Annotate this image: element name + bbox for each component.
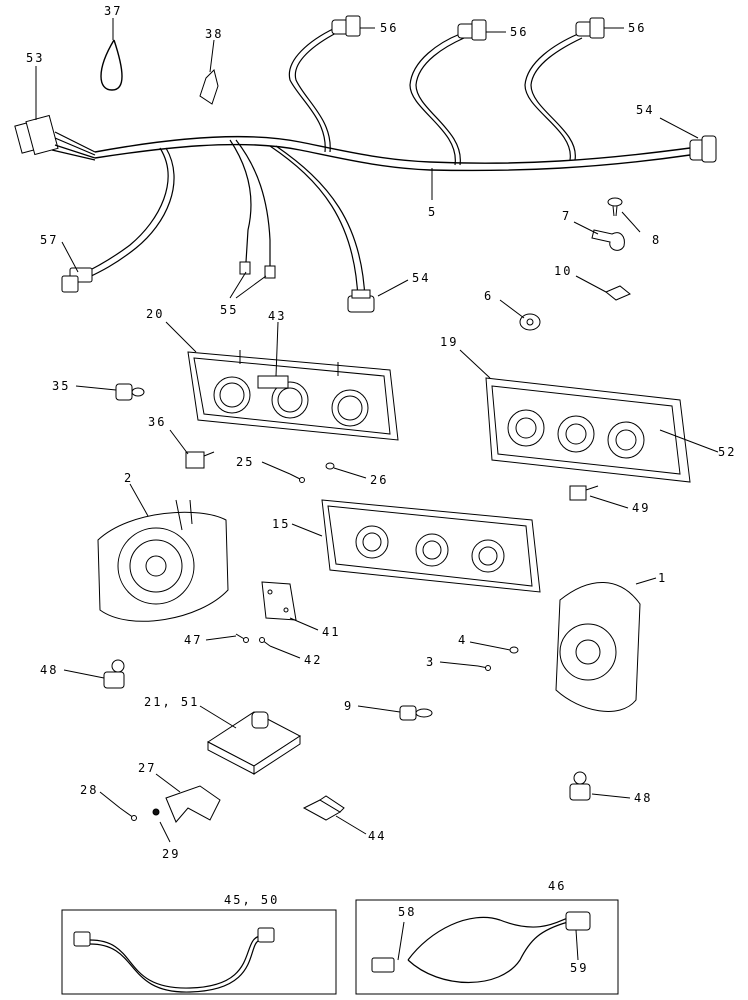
- callout-1: 1: [658, 571, 667, 585]
- main-harness: [79, 27, 691, 301]
- callout-52: 52: [718, 445, 736, 459]
- callout-10: 10: [554, 264, 572, 278]
- cap-6: [519, 313, 541, 331]
- callout-21-51: 21, 51: [144, 695, 199, 709]
- callout-56-c: 56: [628, 21, 646, 35]
- callout-46: 46: [548, 879, 566, 893]
- callout-labels: 37 38 53 56 56 56 54 5 7 8 57 54 55 10 6…: [26, 4, 736, 975]
- clip-38: [199, 69, 219, 105]
- bracket-27: [165, 785, 221, 823]
- callout-47: 47: [184, 633, 202, 647]
- callout-27: 27: [138, 761, 156, 775]
- callout-48-a: 48: [40, 663, 58, 677]
- module-21-51: [207, 711, 301, 775]
- kit-46-box: [355, 899, 619, 995]
- callout-48-b: 48: [634, 791, 652, 805]
- lamp-housing-19: [485, 377, 691, 483]
- callout-44: 44: [368, 829, 386, 843]
- connector-57: [61, 267, 93, 293]
- callout-9: 9: [344, 699, 353, 713]
- connector-56-b: [457, 19, 487, 41]
- clamp-7: [591, 229, 625, 251]
- plate-41: [261, 581, 297, 621]
- connector-54-right: [689, 135, 717, 163]
- callout-53: 53: [26, 51, 44, 65]
- callout-58: 58: [398, 905, 416, 919]
- washer-4: [509, 646, 519, 654]
- callout-6: 6: [484, 289, 493, 303]
- callout-7: 7: [562, 209, 571, 223]
- screw-47: [235, 633, 249, 643]
- callout-25: 25: [236, 455, 254, 469]
- callout-26: 26: [370, 473, 388, 487]
- callout-15: 15: [272, 517, 290, 531]
- lamp-2: [97, 499, 229, 622]
- socket-49: [569, 485, 599, 501]
- nut-10: [605, 285, 631, 301]
- callout-3: 3: [426, 655, 435, 669]
- callout-35: 35: [52, 379, 70, 393]
- kit-45-50-box: [61, 909, 337, 995]
- connector-56-a: [331, 15, 361, 37]
- callout-59: 59: [570, 961, 588, 975]
- callout-54-a: 54: [636, 103, 654, 117]
- washer-26: [325, 462, 335, 470]
- callout-38: 38: [205, 27, 223, 41]
- callout-2: 2: [124, 471, 133, 485]
- callout-19: 19: [440, 335, 458, 349]
- callout-49: 49: [632, 501, 650, 515]
- connector-56-c: [575, 17, 605, 39]
- leader-lines: [35, 18, 719, 961]
- bulb-48-left: [103, 659, 125, 689]
- connector-44: [302, 795, 345, 821]
- screw-25: [289, 473, 305, 483]
- callout-36: 36: [148, 415, 166, 429]
- callout-56-b: 56: [510, 25, 528, 39]
- nut-29: [152, 808, 160, 816]
- screw-42: [259, 637, 271, 647]
- callout-56-a: 56: [380, 21, 398, 35]
- bulb-48-right: [569, 771, 591, 801]
- callout-42: 42: [304, 653, 322, 667]
- callout-29: 29: [162, 847, 180, 861]
- bulb-35: [115, 383, 145, 401]
- callout-55: 55: [220, 303, 238, 317]
- callout-20: 20: [146, 307, 164, 321]
- strap-37: [100, 39, 123, 91]
- connector-53: [14, 114, 96, 161]
- callout-57: 57: [40, 233, 58, 247]
- callout-5: 5: [428, 205, 437, 219]
- lamp-housing-20: [187, 350, 399, 441]
- callout-54-b: 54: [412, 271, 430, 285]
- callout-8: 8: [652, 233, 661, 247]
- screw-8: [607, 197, 623, 217]
- socket-36: [185, 451, 215, 469]
- screw-3: [477, 665, 491, 671]
- callout-43: 43: [268, 309, 286, 323]
- callout-45-50: 45, 50: [224, 893, 279, 907]
- callout-37: 37: [104, 4, 122, 18]
- lamp-housing-15: [321, 499, 541, 593]
- callout-4: 4: [458, 633, 467, 647]
- lamp-1: [555, 582, 641, 712]
- callout-41: 41: [322, 625, 340, 639]
- connector-54-lower: [347, 289, 375, 313]
- bulb-9: [399, 705, 433, 721]
- callout-28: 28: [80, 783, 98, 797]
- screw-28: [119, 807, 137, 821]
